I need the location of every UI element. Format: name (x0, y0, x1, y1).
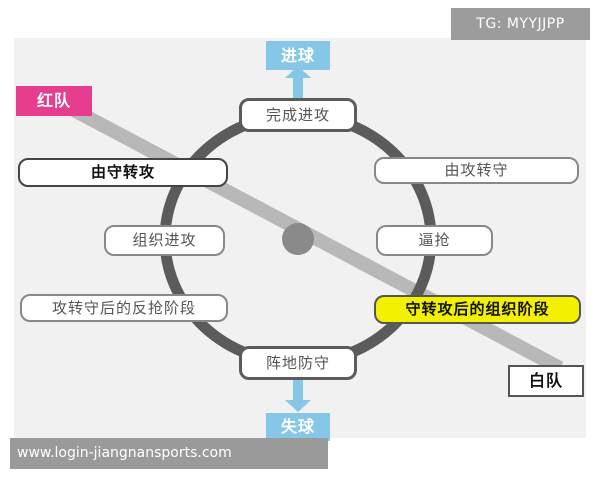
build-up-phase-label: 守转攻后的组织阶段 (374, 295, 581, 324)
goal-conceded-arrow-icon (285, 376, 311, 412)
center-dot (282, 223, 314, 255)
attack-to-defense-transition: 由攻转守 (374, 157, 579, 184)
goal-conceded-label: 失球 (266, 413, 330, 441)
goal-scored-arrow-icon (285, 66, 311, 100)
counter-press-phase-label: 攻转守后的反抢阶段 (20, 294, 228, 322)
positional-defense-phase: 阵地防守 (239, 346, 357, 380)
defense-to-attack-transition: 由守转攻 (18, 158, 228, 187)
watermark-badge: TG: MYYJJPP (451, 8, 590, 40)
pressing-phase: 逼抢 (376, 225, 493, 256)
goal-scored-label: 进球 (266, 41, 330, 70)
complete-attack-phase: 完成进攻 (239, 98, 357, 132)
red-team-label: 红队 (16, 86, 92, 116)
website-url-banner: www.login-jiangnansports.com (10, 438, 328, 469)
white-team-label: 白队 (508, 365, 584, 397)
build-up-attack-phase: 组织进攻 (104, 225, 225, 256)
